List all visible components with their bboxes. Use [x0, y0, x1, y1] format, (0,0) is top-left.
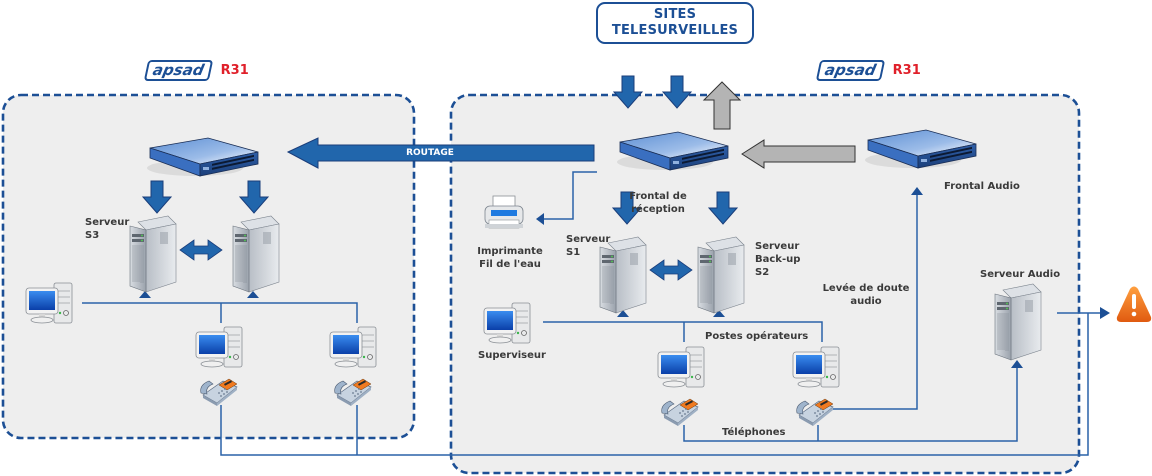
replication-arrow-left — [179, 239, 223, 261]
replication-arrow-right — [649, 259, 693, 281]
routage-arrow — [286, 137, 595, 169]
outbound-arrow-grey — [702, 81, 742, 130]
routage-label: ROUTAGE — [406, 148, 454, 158]
audio-server-label: Serveur Audio — [980, 269, 1061, 280]
certification-logo-left: apsad R31 — [143, 60, 249, 81]
supervisor-label: Superviseur — [478, 350, 546, 361]
r31-label: R31 — [220, 63, 249, 78]
server-s2-label: Serveur Back-up S2 — [755, 241, 801, 278]
server-s1-label: Serveur S1 — [566, 234, 611, 258]
apsad-logo: apsad — [815, 60, 885, 81]
sites-title-line2: TELESURVEILLES — [611, 23, 739, 38]
sites-title-line1: SITES — [653, 7, 697, 22]
right-lan-lines — [543, 171, 1100, 442]
audio-doubt-label: Levée de doute audio — [822, 283, 910, 307]
r31-label: R31 — [892, 63, 921, 78]
server-s3-label: Serveur S3 — [85, 217, 130, 241]
audio-to-frontal-arrow — [741, 139, 856, 169]
uplink-arrow-frontal-audio — [911, 187, 923, 195]
uplink-arrow-s2 — [713, 310, 725, 317]
certification-logo-right: apsad R31 — [815, 60, 921, 81]
left-lan-lines — [82, 302, 1089, 456]
zone-right-boundary — [449, 93, 1081, 475]
uplink-arrow-s3 — [139, 291, 151, 298]
zone-left-boundary — [1, 93, 416, 440]
uplink-arrow-audio-server — [1011, 360, 1023, 368]
printer-label: Imprimante Fil de l'eau — [477, 246, 543, 270]
uplink-arrow-s3-backup — [247, 291, 259, 298]
apsad-logo: apsad — [143, 60, 213, 81]
monitored-sites-box: SITES TELESURVEILLES — [596, 2, 754, 44]
warning-triangle-icon — [1116, 286, 1152, 322]
alert-arrowhead — [1100, 307, 1110, 319]
frontal-audio-label: Frontal Audio — [944, 181, 1020, 192]
printer-feed-arrowhead — [536, 213, 544, 225]
operator-stations-label: Postes opérateurs — [705, 331, 809, 342]
phones-label: Téléphones — [722, 427, 786, 438]
frontal-reception-label: Frontal de réception — [629, 191, 687, 215]
uplink-arrow-s1 — [617, 310, 629, 317]
